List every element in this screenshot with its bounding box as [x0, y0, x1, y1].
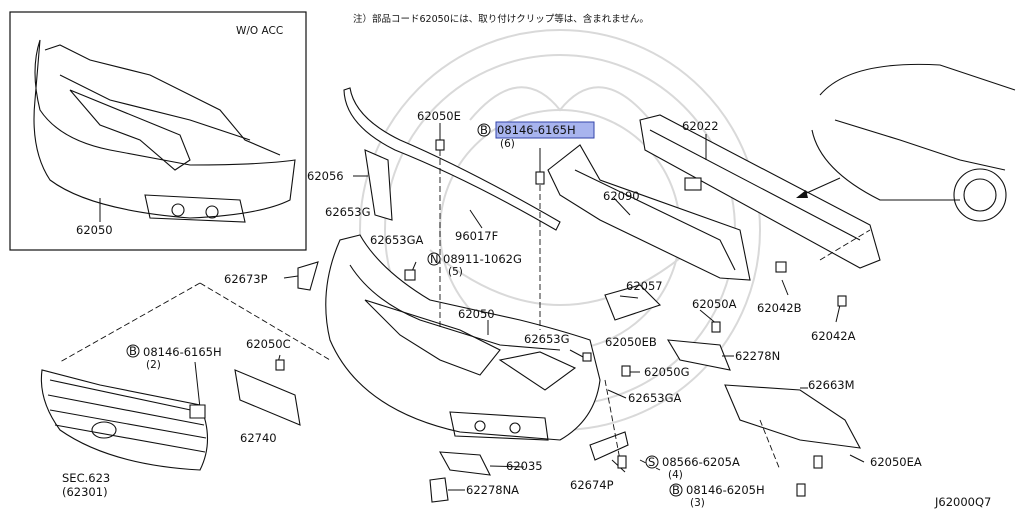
bracket-62056-drawing	[364, 149, 393, 221]
label-screw-s-qty: (4)	[668, 469, 683, 481]
label-62740[interactable]: 62740	[240, 431, 277, 445]
b-mark-bottom	[669, 483, 683, 497]
label-62050e-top[interactable]: 62050E	[417, 109, 461, 123]
bracket-62278na-drawing	[429, 477, 449, 503]
label-62653ga-left[interactable]: 62653GA	[370, 233, 423, 247]
bracket-62278n-drawing	[666, 339, 731, 371]
label-62042a[interactable]: 62042A	[811, 329, 856, 343]
b-mark-top	[477, 123, 491, 137]
label-62674p[interactable]: 62674P	[570, 478, 614, 492]
label-nut-n[interactable]: 08911-1062G	[443, 252, 522, 266]
label-62057[interactable]: 62057	[626, 279, 663, 293]
label-62050c[interactable]: 62050C	[246, 337, 291, 351]
label-62653g-left[interactable]: 62653G	[325, 205, 371, 219]
highlight-box	[495, 121, 595, 139]
fasteners	[189, 139, 847, 497]
main-bumper-fascia	[325, 234, 601, 441]
bracket-62674p-drawing	[589, 431, 629, 461]
label-62673p[interactable]: 62673P	[224, 272, 268, 286]
catalog-id: J62000Q7	[934, 495, 991, 509]
label-62278n[interactable]: 62278N	[735, 349, 780, 363]
label-62022[interactable]: 62022	[682, 119, 719, 133]
label-62278na[interactable]: 62278NA	[466, 483, 519, 497]
b-mark-bottom-letter: B	[672, 483, 680, 497]
bracket-62035-drawing	[439, 451, 491, 476]
bracket-62663m-drawing	[724, 384, 861, 449]
bracket-62673p-drawing	[297, 261, 319, 291]
label-62050a[interactable]: 62050A	[692, 297, 737, 311]
label-bolt-h-left[interactable]: 08146-6165H	[143, 345, 222, 359]
label-96017f[interactable]: 96017F	[455, 229, 498, 243]
b-mark-left	[126, 344, 140, 358]
label-screw-s[interactable]: 08566-6205A	[662, 455, 740, 469]
label-bolt-h-bottom-qty: (3)	[690, 497, 705, 509]
label-sec623[interactable]: SEC.623	[62, 471, 110, 485]
label-sec623-ref: (62301)	[62, 485, 108, 499]
s-mark	[645, 455, 659, 469]
label-62056[interactable]: 62056	[307, 169, 344, 183]
vehicle-silhouette	[796, 63, 1016, 222]
note-text: 注）部品コード62050には、取り付けクリップ等は、含まれません。	[353, 13, 649, 25]
label-62050-main[interactable]: 62050	[458, 307, 495, 321]
label-bolt-h-top-qty: (6)	[500, 138, 515, 150]
b-mark-top-letter: B	[480, 123, 488, 137]
s-mark-letter: S	[648, 455, 655, 469]
label-62050g[interactable]: 62050G	[644, 365, 690, 379]
n-mark	[427, 252, 441, 266]
inset-panel: W/O ACC 62050	[9, 11, 307, 251]
b-mark-left-letter: B	[129, 344, 137, 358]
label-bolt-h-left-qty: (2)	[146, 359, 161, 371]
label-62042b[interactable]: 62042B	[757, 301, 802, 315]
bracket-62057-drawing	[604, 284, 662, 321]
inset-caption: W/O ACC	[236, 25, 283, 37]
label-nut-n-qty: (5)	[448, 266, 463, 278]
license-bracket-drawing	[234, 369, 301, 426]
upper-molding-strip	[343, 87, 561, 231]
label-62090[interactable]: 62090	[603, 189, 640, 203]
label-62653ga-right[interactable]: 62653GA	[628, 391, 681, 405]
label-bolt-h-bottom[interactable]: 08146-6205H	[686, 483, 765, 497]
grille-drawing	[40, 369, 208, 471]
energy-absorber-drawing	[547, 144, 751, 281]
label-bolt-h-top[interactable]: 08146-6165H	[497, 123, 576, 137]
reinforcement-beam-drawing	[639, 114, 881, 269]
label-62050ea[interactable]: 62050EA	[870, 455, 922, 469]
label-62653g-right[interactable]: 62653G	[524, 332, 570, 346]
label-62050eb[interactable]: 62050EB	[605, 335, 657, 349]
inset-part-number: 62050	[76, 223, 113, 237]
inset-bumper-drawing	[33, 39, 296, 223]
n-mark-letter: N	[430, 252, 439, 266]
callout-labels: 62050E B 08146-6165H (6) 62022 62056 620…	[62, 109, 991, 509]
label-62663m[interactable]: 62663M	[808, 378, 855, 392]
label-62035[interactable]: 62035	[506, 459, 543, 473]
